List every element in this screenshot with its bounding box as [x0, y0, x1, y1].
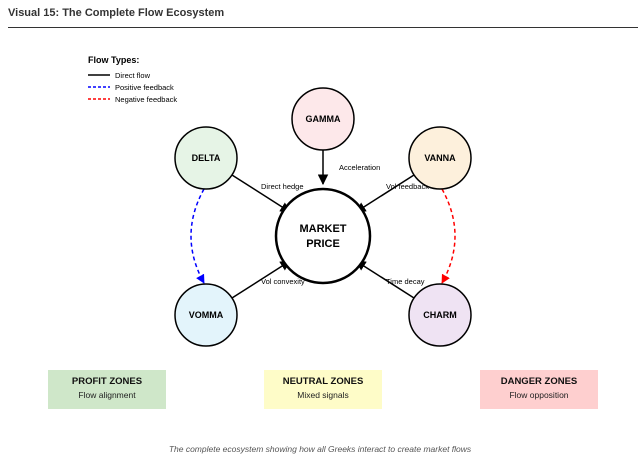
delta-to-vomma-feedback-arrow	[190, 188, 205, 284]
danger-zones-box: DANGER ZONES Flow opposition	[480, 370, 598, 409]
vanna-node: VANNA	[408, 126, 472, 190]
vomma-label: VOMMA	[189, 310, 224, 320]
neutral-zones-title: NEUTRAL ZONES	[282, 376, 364, 387]
neutral-zones-subtitle: Mixed signals	[297, 390, 349, 400]
delta-label: DELTA	[192, 153, 221, 163]
delta-to-price-arrow	[231, 174, 291, 213]
vomma-node: VOMMA	[174, 283, 238, 347]
delta-node: DELTA	[174, 126, 238, 190]
charm-to-price-arrow	[355, 260, 415, 299]
legend-title: Flow Types:	[88, 55, 139, 65]
edge-label-vol-convexity: Vol convexity	[261, 277, 305, 286]
legend: Flow Types: Direct flow Positive feedbac…	[88, 55, 177, 104]
vanna-to-charm-feedback-arrow	[441, 188, 456, 284]
vanna-label: VANNA	[424, 153, 456, 163]
edge-label-acceleration: Acceleration	[339, 163, 380, 172]
title-divider	[8, 27, 638, 28]
market-price-label-line2: PRICE	[306, 238, 340, 250]
legend-positive-feedback-label: Positive feedback	[115, 83, 174, 92]
market-price-label-line1: MARKET	[299, 223, 346, 235]
danger-zones-subtitle: Flow opposition	[509, 390, 569, 400]
charm-label: CHARM	[423, 310, 457, 320]
vomma-to-price-arrow	[231, 260, 291, 299]
gamma-label: GAMMA	[306, 114, 341, 124]
market-price-node: MARKET PRICE	[274, 187, 372, 285]
legend-negative-feedback-label: Negative feedback	[115, 95, 177, 104]
figure-caption: The complete ecosystem showing how all G…	[168, 444, 472, 454]
profit-zones-box: PROFIT ZONES Flow alignment	[48, 370, 166, 409]
neutral-zones-box: NEUTRAL ZONES Mixed signals	[264, 370, 382, 409]
danger-zones-title: DANGER ZONES	[500, 376, 578, 387]
edge-label-vol-feedback: Vol feedback	[386, 182, 429, 191]
gamma-node: GAMMA	[291, 87, 355, 151]
profit-zones-subtitle: Flow alignment	[78, 390, 136, 400]
edge-label-time-decay: Time decay	[386, 277, 425, 286]
edge-label-direct-hedge: Direct hedge	[261, 182, 304, 191]
vanna-to-price-arrow	[355, 174, 415, 213]
page-title: Visual 15: The Complete Flow Ecosystem	[8, 7, 225, 19]
profit-zones-title: PROFIT ZONES	[71, 376, 143, 387]
charm-node: CHARM	[408, 283, 472, 347]
legend-direct-flow-label: Direct flow	[115, 71, 151, 80]
